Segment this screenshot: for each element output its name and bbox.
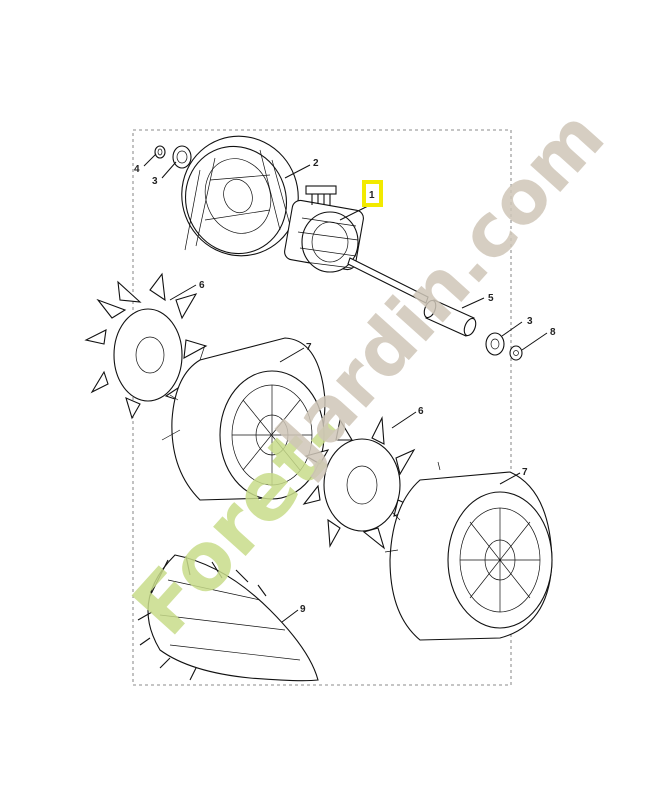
callout-5: 5 (488, 293, 494, 304)
callout-3-top: 3 (152, 176, 158, 187)
part-fan-impeller-left (84, 272, 208, 420)
callout-2: 2 (313, 158, 319, 169)
part-sleeve (423, 299, 477, 337)
leader-lines (143, 153, 548, 623)
part-circlip (154, 145, 166, 159)
part-rotor-assembly (284, 185, 429, 304)
watermark-text-grey: Jardin.com (256, 94, 621, 486)
callout-1-box (366, 184, 379, 203)
callout-4: 4 (134, 164, 140, 175)
part-fan-housing-lower (384, 461, 553, 641)
part-bearing-top (172, 145, 192, 169)
callout-1: 1 (369, 190, 375, 201)
callout-3-right: 3 (527, 316, 533, 327)
callout-8: 8 (550, 327, 556, 338)
callout-6-middle: 6 (418, 406, 424, 417)
diagram-frame (132, 129, 512, 686)
part-nose-cone (137, 554, 319, 682)
callout-7-lower: 7 (522, 467, 528, 478)
callout-7-upper: 7 (306, 342, 312, 353)
part-fan-housing-upper (161, 337, 326, 501)
part-bearing-right (485, 332, 505, 356)
callout-6-left: 6 (199, 280, 205, 291)
callouts: 1 2 3 4 5 3 8 6 7 6 7 9 (134, 158, 556, 615)
part-motor-housing (181, 135, 299, 257)
callout-9: 9 (300, 604, 306, 615)
part-screw (509, 345, 523, 361)
